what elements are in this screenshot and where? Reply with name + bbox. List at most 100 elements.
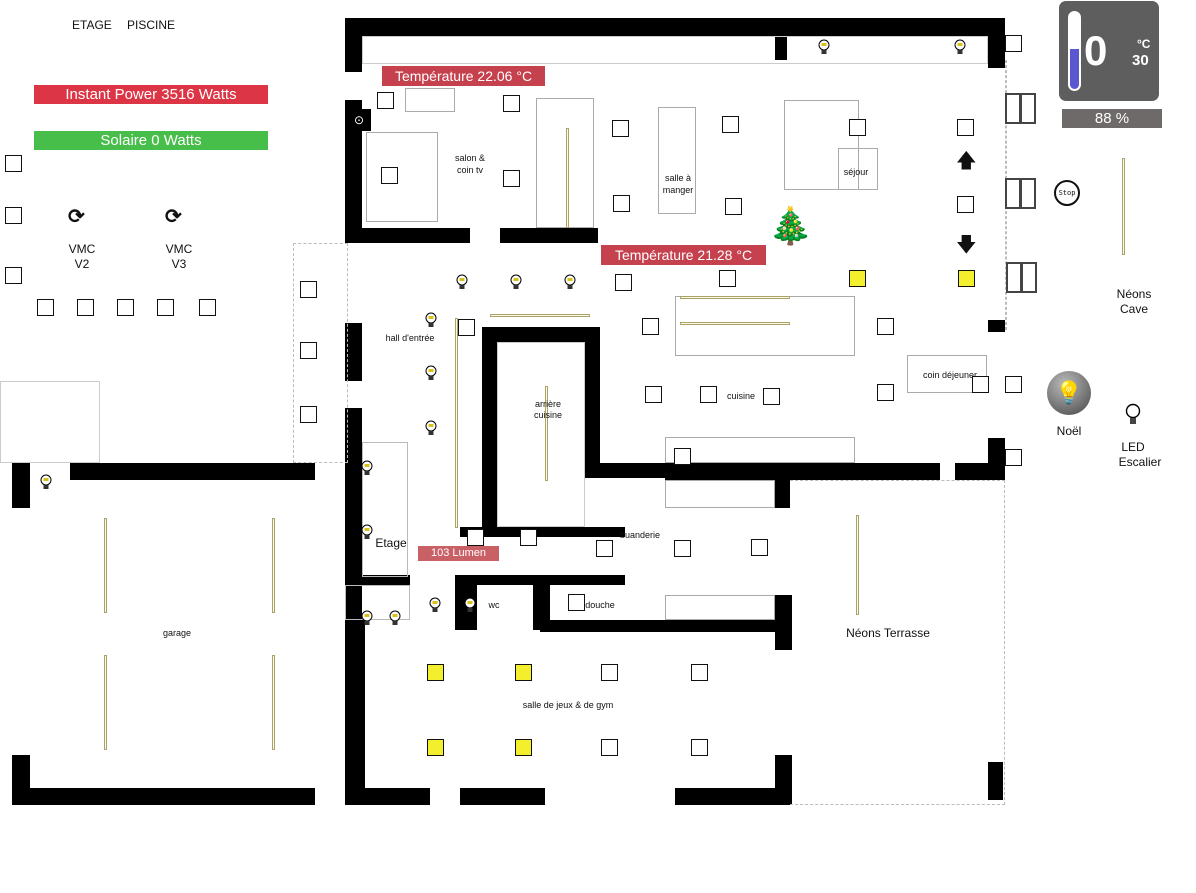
light-bulb-icon[interactable]	[818, 39, 830, 56]
switch[interactable]	[300, 281, 317, 298]
switch[interactable]	[515, 739, 532, 756]
switch[interactable]	[972, 376, 989, 393]
pantry-shelves	[497, 342, 585, 527]
light-bulb-icon[interactable]	[425, 420, 437, 437]
led-escalier-bulb-icon[interactable]	[1125, 403, 1141, 427]
room-douche: douche	[585, 600, 615, 610]
switch[interactable]	[601, 739, 618, 756]
light-bulb-icon[interactable]	[40, 474, 52, 491]
noel-bulb-button[interactable]: 💡	[1047, 371, 1091, 415]
switch[interactable]	[568, 594, 585, 611]
switch[interactable]	[691, 739, 708, 756]
switch[interactable]	[957, 196, 974, 213]
switch[interactable]	[300, 406, 317, 423]
light-bulb-icon[interactable]	[361, 524, 373, 541]
etage-stairs-link[interactable]: Etage	[375, 536, 407, 550]
switch[interactable]	[117, 299, 134, 316]
nav-etage-link[interactable]: ETAGE	[72, 18, 112, 32]
switch[interactable]	[300, 342, 317, 359]
light-bulb-icon[interactable]	[425, 312, 437, 329]
switch[interactable]	[515, 664, 532, 681]
switch[interactable]	[458, 319, 475, 336]
switch[interactable]	[5, 267, 22, 284]
laundry-counter-2	[665, 595, 775, 620]
room-sejour: séjour	[843, 167, 869, 177]
switch[interactable]	[596, 540, 613, 557]
light-bulb-icon[interactable]	[464, 597, 476, 614]
light-bulb-icon[interactable]	[361, 460, 373, 477]
switch[interactable]	[1005, 376, 1022, 393]
switch[interactable]	[674, 448, 691, 465]
kitchen-counter	[665, 437, 855, 463]
switch[interactable]	[877, 384, 894, 401]
switch[interactable]	[1005, 35, 1022, 52]
switch[interactable]	[503, 170, 520, 187]
switch[interactable]	[719, 270, 736, 287]
switch[interactable]	[957, 119, 974, 136]
arrow-down-icon[interactable]: 🡇	[956, 234, 977, 256]
switch[interactable]	[427, 664, 444, 681]
thermo-unit: °C	[1137, 37, 1151, 51]
switch[interactable]	[199, 299, 216, 316]
light-bulb-icon[interactable]	[510, 274, 522, 291]
light-bulb-icon[interactable]	[954, 39, 966, 56]
switch[interactable]	[763, 388, 780, 405]
switch[interactable]	[467, 529, 484, 546]
switch[interactable]	[427, 739, 444, 756]
stop-button[interactable]: Stop	[1054, 180, 1080, 206]
switch[interactable]	[503, 95, 520, 112]
light-bulb-icon[interactable]	[564, 274, 576, 291]
switch[interactable]	[5, 155, 22, 172]
shutter-2-button[interactable]	[1005, 178, 1036, 209]
light-bulb-icon[interactable]	[389, 610, 401, 627]
switch[interactable]	[691, 664, 708, 681]
switch[interactable]	[37, 299, 54, 316]
light-bulb-icon[interactable]	[361, 610, 373, 627]
kitchen-island	[675, 296, 855, 356]
nav-piscine-link[interactable]: PISCINE	[127, 18, 176, 32]
room-salle-jeux: salle de jeux & de gym	[522, 700, 614, 710]
power-outlet-icon[interactable]: ⊙	[347, 109, 371, 131]
vmc-v3-cycle-icon[interactable]: ⟳	[165, 206, 182, 228]
switch[interactable]	[612, 120, 629, 137]
instant-power-badge: Instant Power 3516 Watts	[34, 85, 268, 104]
switch[interactable]	[381, 167, 398, 184]
neons-cave-label[interactable]: Néons	[1116, 287, 1152, 301]
room-salon-2: coin tv	[456, 165, 484, 175]
terrasse-outline	[790, 480, 1005, 805]
switch[interactable]	[613, 195, 630, 212]
switch[interactable]	[849, 270, 866, 287]
switch[interactable]	[722, 116, 739, 133]
light-bulb-icon[interactable]	[425, 365, 437, 382]
window-strip	[362, 36, 988, 64]
switch[interactable]	[700, 386, 717, 403]
vmc-v2-cycle-icon[interactable]: ⟳	[68, 206, 85, 228]
switch[interactable]	[520, 529, 537, 546]
switch[interactable]	[601, 664, 618, 681]
christmas-tree-icon[interactable]: 🎄	[768, 205, 813, 246]
neons-terrasse-label[interactable]: Néons Terrasse	[846, 626, 930, 640]
switch[interactable]	[1005, 449, 1022, 466]
light-bulb-icon[interactable]	[429, 597, 441, 614]
switch[interactable]	[751, 539, 768, 556]
switch[interactable]	[77, 299, 94, 316]
switch[interactable]	[849, 119, 866, 136]
switch[interactable]	[645, 386, 662, 403]
shutter-1-button[interactable]	[1005, 93, 1036, 124]
arrow-up-icon[interactable]: 🡅	[956, 150, 977, 172]
switch[interactable]	[157, 299, 174, 316]
switch[interactable]	[674, 540, 691, 557]
switch[interactable]	[725, 198, 742, 215]
shutter-3-button[interactable]	[1006, 262, 1037, 293]
room-coin-dejeuner: coin déjeuner	[922, 370, 978, 380]
switch[interactable]	[615, 274, 632, 291]
switch[interactable]	[877, 318, 894, 335]
switch[interactable]	[377, 92, 394, 109]
switch[interactable]	[958, 270, 975, 287]
humidity-badge: 88 %	[1062, 109, 1162, 128]
coffee-table	[838, 148, 878, 190]
switch[interactable]	[642, 318, 659, 335]
thermo-value: 0	[1084, 27, 1108, 74]
switch[interactable]	[5, 207, 22, 224]
light-bulb-icon[interactable]	[456, 274, 468, 291]
